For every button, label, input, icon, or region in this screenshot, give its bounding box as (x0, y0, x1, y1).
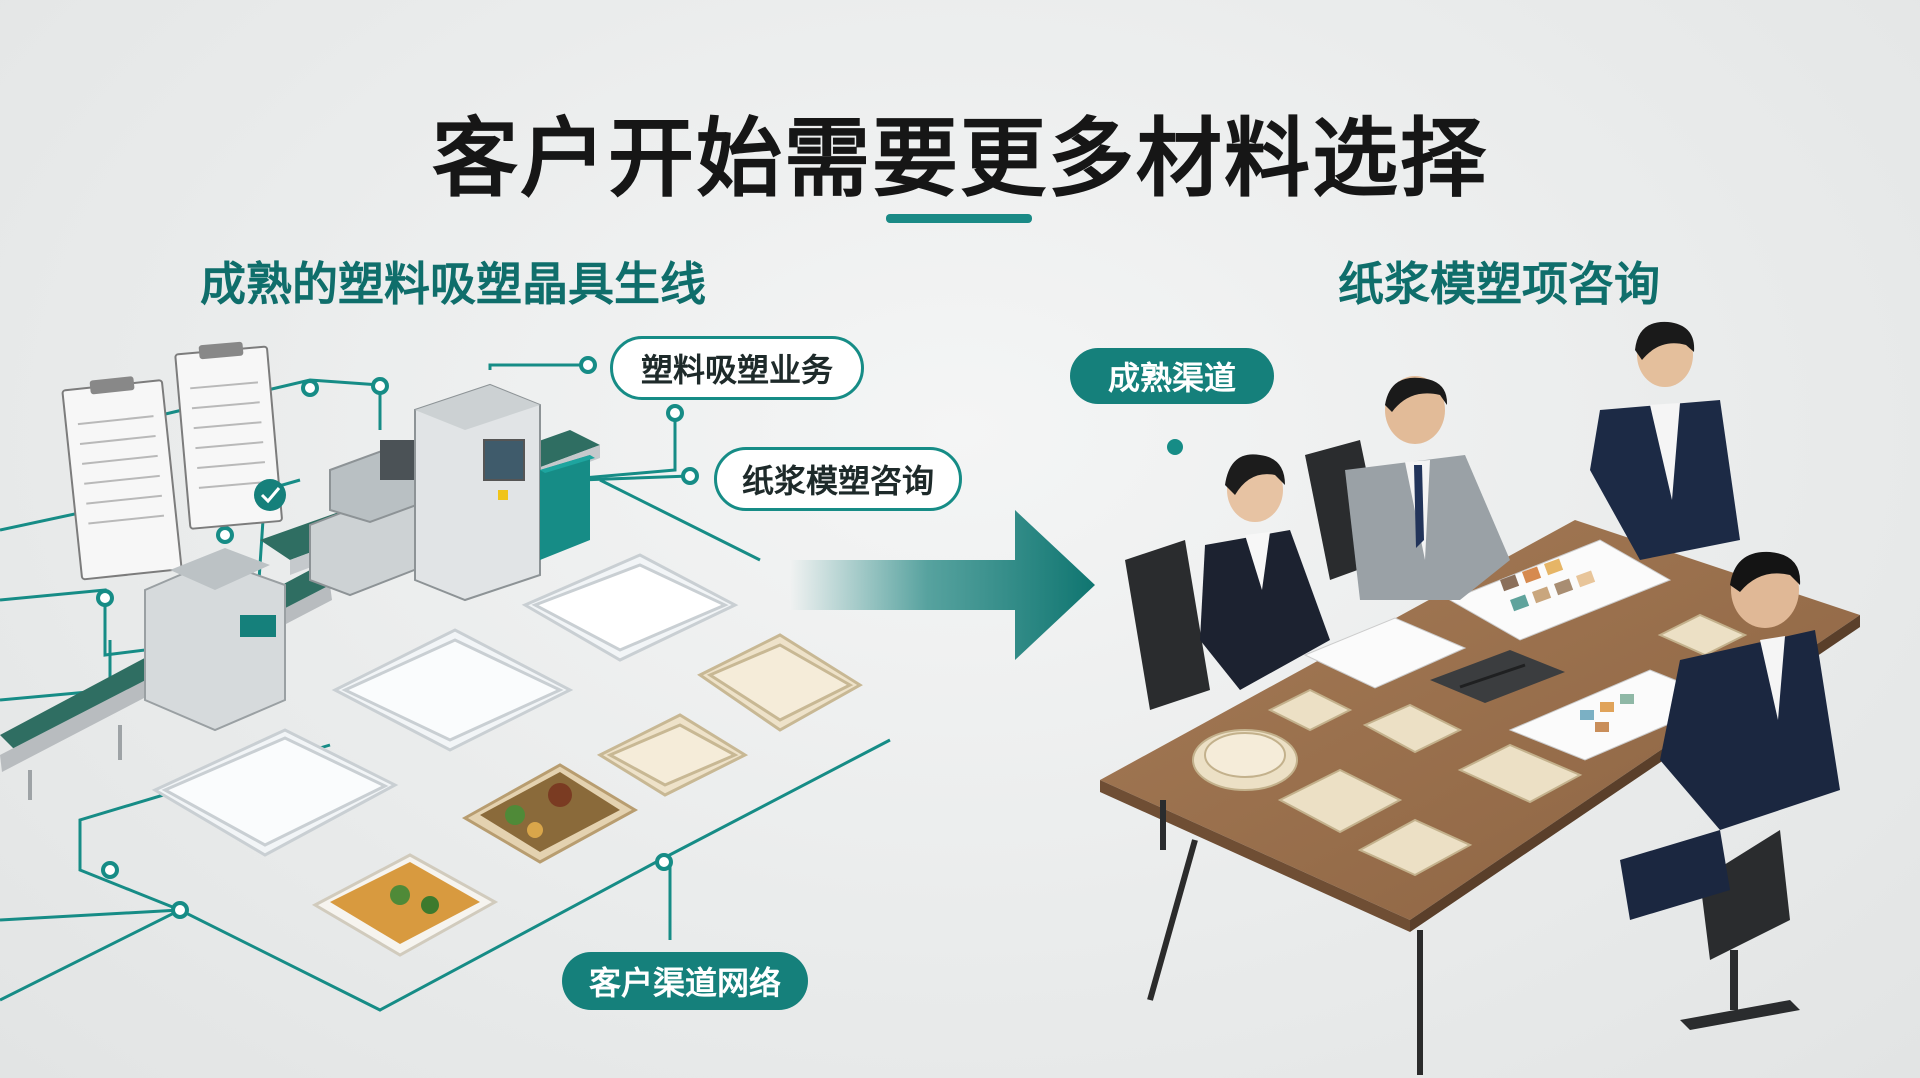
right-heading: 纸浆模塑项咨询 (1338, 257, 1660, 311)
chairs (1125, 440, 1800, 1030)
tag-pulp-consulting: 纸浆模塑咨询 (714, 447, 962, 511)
color-swatches (1499, 558, 1596, 612)
food-container-2 (311, 853, 499, 957)
title-underline (886, 214, 1032, 223)
left-heading: 成熟的塑料吸塑晶具生线 (200, 257, 706, 311)
tag-plastic-business: 塑料吸塑业务 (610, 336, 864, 400)
page-title: 客户开始需要更多材料选择 (432, 109, 1488, 209)
pulp-containers (596, 633, 863, 797)
connector-dots (96, 356, 699, 919)
person-woman-standing (1590, 321, 1740, 560)
person-woman-left (1200, 454, 1330, 690)
connector-dot-right (1167, 439, 1183, 455)
person-man-grey-suit (1345, 376, 1510, 600)
food-container-1 (461, 763, 639, 864)
production-line (0, 383, 600, 800)
person-man-right (1620, 551, 1840, 920)
clipboard-1 (61, 376, 183, 581)
clipboard-2 (174, 341, 283, 530)
tag-mature-channel: 成熟渠道 (1070, 348, 1274, 404)
tag-customer-network: 客户渠道网络 (562, 952, 808, 1010)
check-badge-icon (254, 479, 286, 511)
transition-arrow-icon (790, 510, 1095, 660)
clear-containers (151, 553, 739, 857)
